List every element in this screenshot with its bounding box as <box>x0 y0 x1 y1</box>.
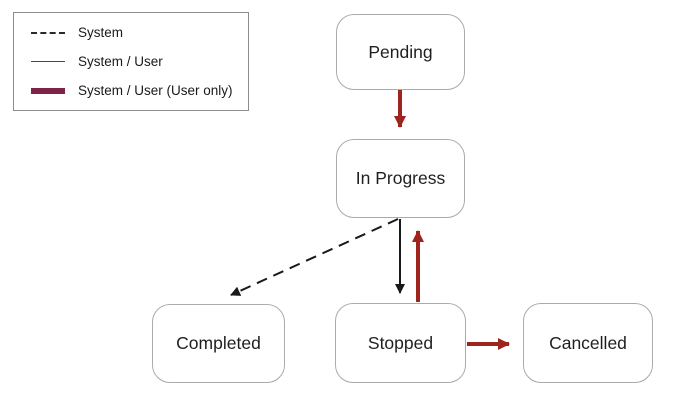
legend-item-system: System <box>14 18 248 47</box>
state-box-cancelled: Cancelled <box>523 303 653 383</box>
dashed-line-swatch <box>31 31 65 34</box>
state-box-stopped: Stopped <box>335 303 466 383</box>
state-label: Completed <box>176 333 261 353</box>
legend-item-user-only: System / User (User only) <box>14 76 248 105</box>
legend: System System / User System / User (User… <box>13 12 249 111</box>
state-box-completed: Completed <box>152 304 285 383</box>
state-label: Cancelled <box>549 332 627 353</box>
legend-label: System <box>78 24 124 40</box>
state-label: In Progress <box>355 168 446 188</box>
solid-line-swatch <box>31 61 65 62</box>
state-label: Pending <box>368 41 433 62</box>
legend-item-system-user: System / User <box>14 47 248 76</box>
legend-label: System / User (User only) <box>78 82 233 98</box>
legend-label: System / User <box>78 53 163 69</box>
state-box-in-progress: In Progress <box>336 139 465 218</box>
arrow-in-progress-to-completed <box>230 218 399 296</box>
state-box-pending: Pending <box>336 14 465 90</box>
thick-line-swatch <box>31 87 65 94</box>
state-label: Stopped <box>367 332 434 353</box>
